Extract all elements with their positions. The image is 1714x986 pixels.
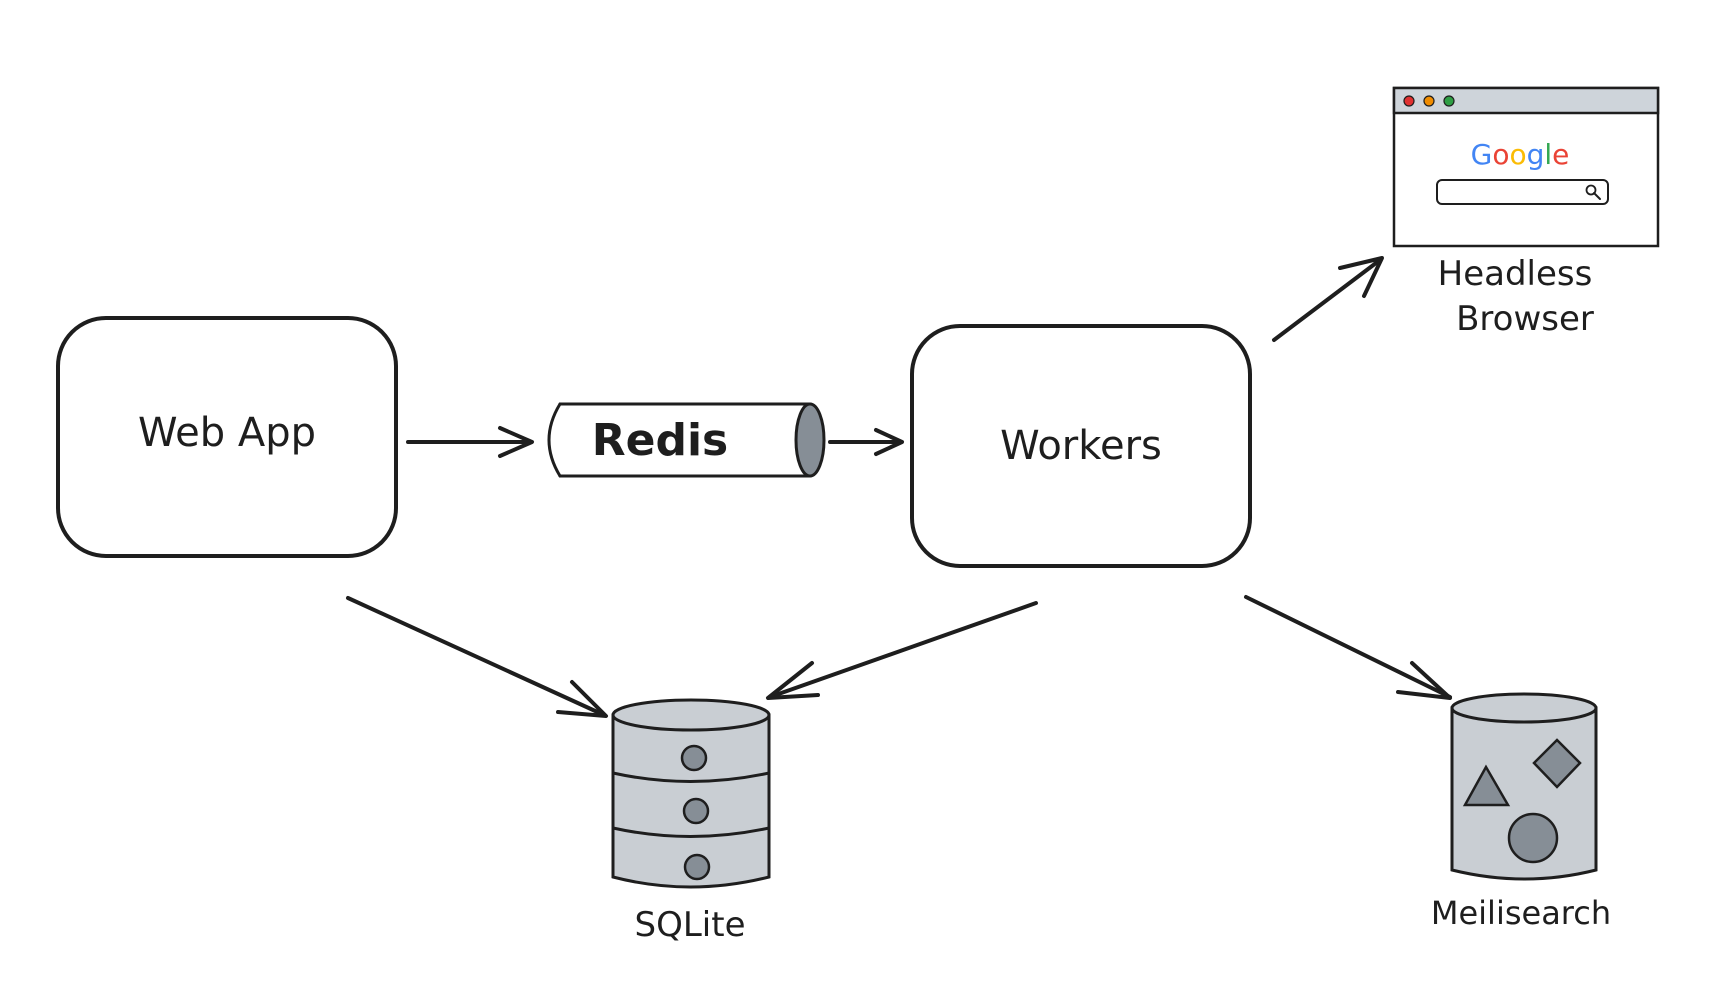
node-headless-browser[interactable]: Google Headless Browser <box>1392 86 1660 339</box>
edge-workers-to-headless-browser <box>1272 256 1384 342</box>
db-disk-icon <box>680 744 708 772</box>
window-minimize-dot-icon <box>1423 95 1435 107</box>
headless-browser-label-line1: Headless <box>1438 254 1593 294</box>
web-app-label: Web App <box>138 410 316 456</box>
node-workers[interactable]: Workers <box>910 324 1252 568</box>
triangle-icon <box>1462 764 1511 807</box>
browser-search-input[interactable] <box>1436 179 1609 205</box>
circle-shape-icon <box>1507 812 1559 864</box>
diamond-icon <box>1532 738 1582 789</box>
search-icon[interactable] <box>1585 184 1601 200</box>
node-sqlite[interactable]: SQLite <box>611 698 771 945</box>
sqlite-label: SQLite <box>635 905 746 945</box>
meilisearch-label: Meilisearch <box>1431 894 1611 932</box>
headless-browser-label-line2: Browser <box>1456 299 1594 339</box>
node-redis[interactable]: Redis <box>547 402 826 478</box>
browser-title-bar <box>1392 86 1660 115</box>
node-meilisearch[interactable]: Meilisearch <box>1431 692 1611 932</box>
window-close-dot-icon <box>1403 95 1415 107</box>
workers-label: Workers <box>1000 423 1162 469</box>
edge-redis-to-workers <box>828 428 904 456</box>
node-web-app[interactable]: Web App <box>56 316 398 558</box>
db-disk-icon <box>683 853 711 881</box>
redis-label: Redis <box>592 415 729 466</box>
db-disk-icon <box>682 797 710 825</box>
edge-workers-to-sqlite <box>766 601 1038 700</box>
google-logo: Google <box>1471 138 1570 171</box>
edge-web-app-to-sqlite <box>346 596 608 718</box>
window-maximize-dot-icon <box>1443 95 1455 107</box>
edge-workers-to-meilisearch <box>1244 595 1452 700</box>
edge-web-app-to-redis <box>406 426 534 458</box>
